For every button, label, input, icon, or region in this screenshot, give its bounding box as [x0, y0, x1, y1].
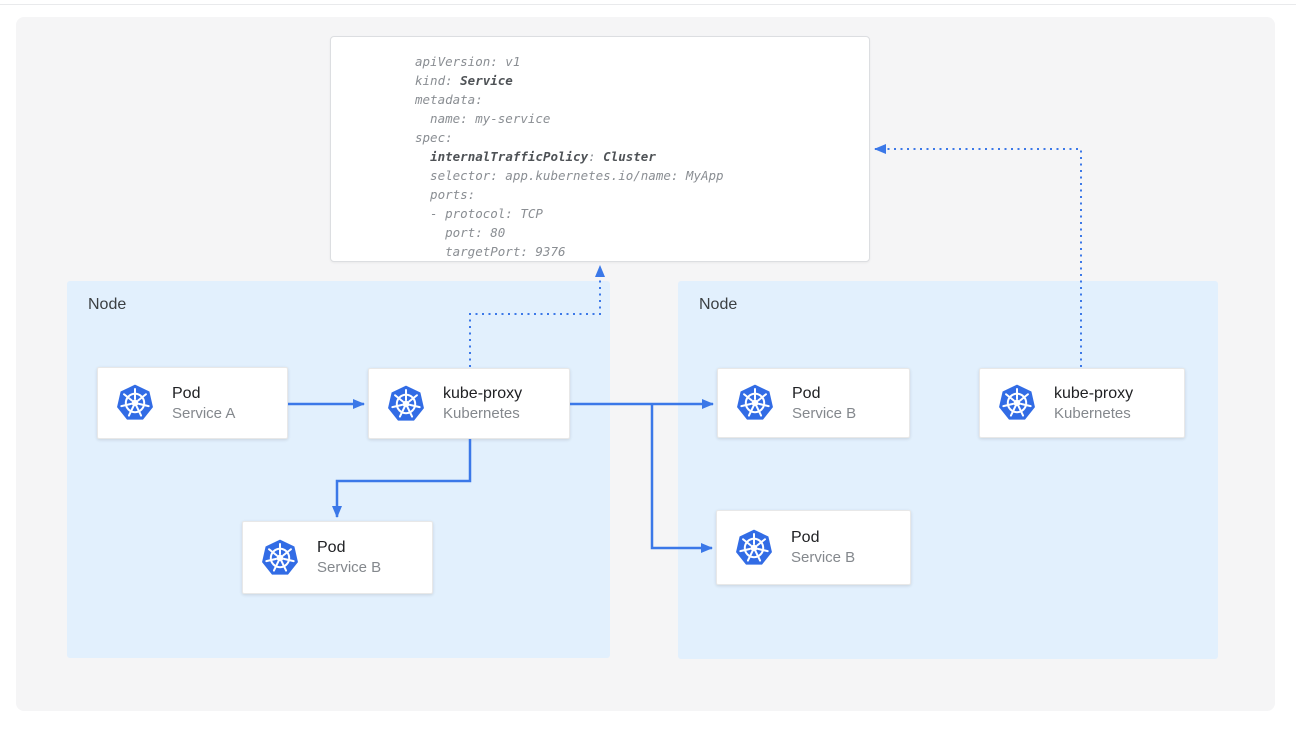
diagram-canvas: apiVersion: v1 kind: Service metadata: n… — [16, 17, 1275, 711]
card-kube-proxy-right: kube-proxy Kubernetes — [979, 368, 1185, 438]
yaml-line-spec: spec: — [415, 130, 453, 145]
kubernetes-icon — [997, 383, 1037, 423]
card-title: kube-proxy — [1054, 384, 1134, 402]
yaml-line-internaltrafficpolicy: internalTrafficPolicy: Cluster — [430, 149, 656, 164]
node-box-right: Node — [678, 281, 1218, 659]
card-pod-service-a: Pod Service A — [97, 367, 288, 439]
yaml-line-ports: ports: — [415, 187, 476, 202]
card-kube-proxy-left: kube-proxy Kubernetes — [368, 368, 570, 439]
yaml-line-selector: selector: app.kubernetes.io/name: MyApp — [415, 168, 724, 183]
node-label: Node — [699, 296, 738, 313]
card-title: Pod — [172, 384, 201, 402]
card-pod-service-b-left: Pod Service B — [242, 521, 433, 594]
node-label: Node — [88, 296, 127, 313]
card-title: Pod — [792, 384, 821, 402]
yaml-line-targetport: targetPort: 9376 — [415, 244, 566, 259]
card-subtitle: Service B — [792, 404, 857, 422]
kubernetes-icon — [115, 383, 155, 423]
kubernetes-icon — [260, 538, 300, 578]
kubernetes-icon — [735, 383, 775, 423]
kubernetes-icon — [734, 528, 774, 568]
card-pod-service-b-right-bottom: Pod Service B — [716, 510, 911, 585]
yaml-line-port: port: 80 — [415, 225, 506, 240]
yaml-line-name: name: my-service — [415, 111, 551, 126]
yaml-line-protocol: - protocol: TCP — [415, 206, 543, 221]
card-subtitle: Service B — [791, 549, 856, 566]
yaml-line-metadata: metadata: — [415, 92, 483, 107]
card-subtitle: Service A — [172, 404, 236, 422]
kubernetes-icon — [386, 384, 426, 424]
page-top-divider — [0, 4, 1296, 5]
card-title: Pod — [791, 529, 820, 546]
card-title: kube-proxy — [443, 385, 523, 402]
card-subtitle: Service B — [317, 559, 382, 576]
yaml-line-apiversion: apiVersion: v1 — [415, 54, 521, 69]
card-title: Pod — [317, 539, 346, 556]
card-subtitle: Kubernetes — [1054, 404, 1131, 422]
card-pod-service-b-right-top: Pod Service B — [717, 368, 910, 438]
node-box-left: Node — [67, 281, 610, 658]
yaml-line-kind: kind: Service — [415, 73, 513, 88]
card-subtitle: Kubernetes — [443, 405, 520, 422]
service-yaml-spec-box: apiVersion: v1 kind: Service metadata: n… — [330, 36, 870, 262]
